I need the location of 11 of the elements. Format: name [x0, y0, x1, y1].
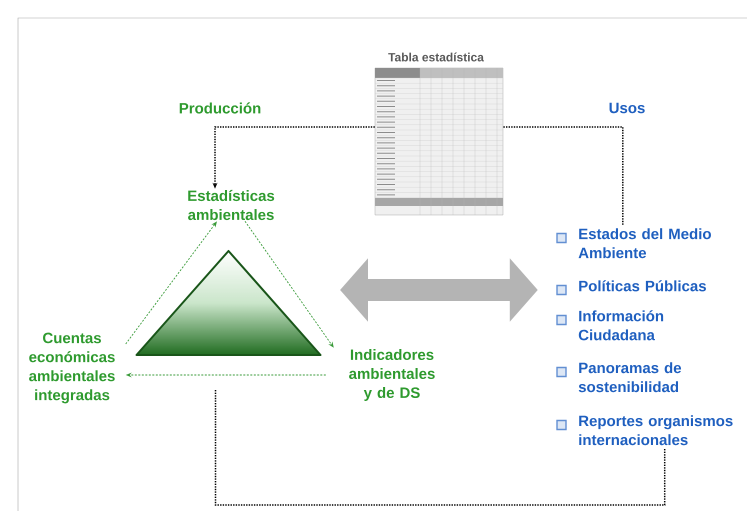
list-item: Reportes organismos internacionales	[579, 415, 733, 446]
list-item: Estados del Medio Ambiente	[578, 228, 711, 258]
text-label: Estadísticas ambientales	[188, 190, 274, 220]
section-heading: Usos	[610, 102, 645, 114]
list-item: Información Ciudadana	[578, 310, 664, 340]
text-label: Cuentas económicas ambientales integradas	[29, 332, 115, 404]
text-label: Indicadores ambientales y de DS	[349, 349, 435, 401]
section-heading: Producción	[180, 102, 260, 114]
list-item: Panoramas de sostenibilidad	[578, 362, 682, 392]
list-item: Políticas Públicas	[579, 280, 706, 292]
table-title: Tabla estadística	[388, 52, 484, 62]
